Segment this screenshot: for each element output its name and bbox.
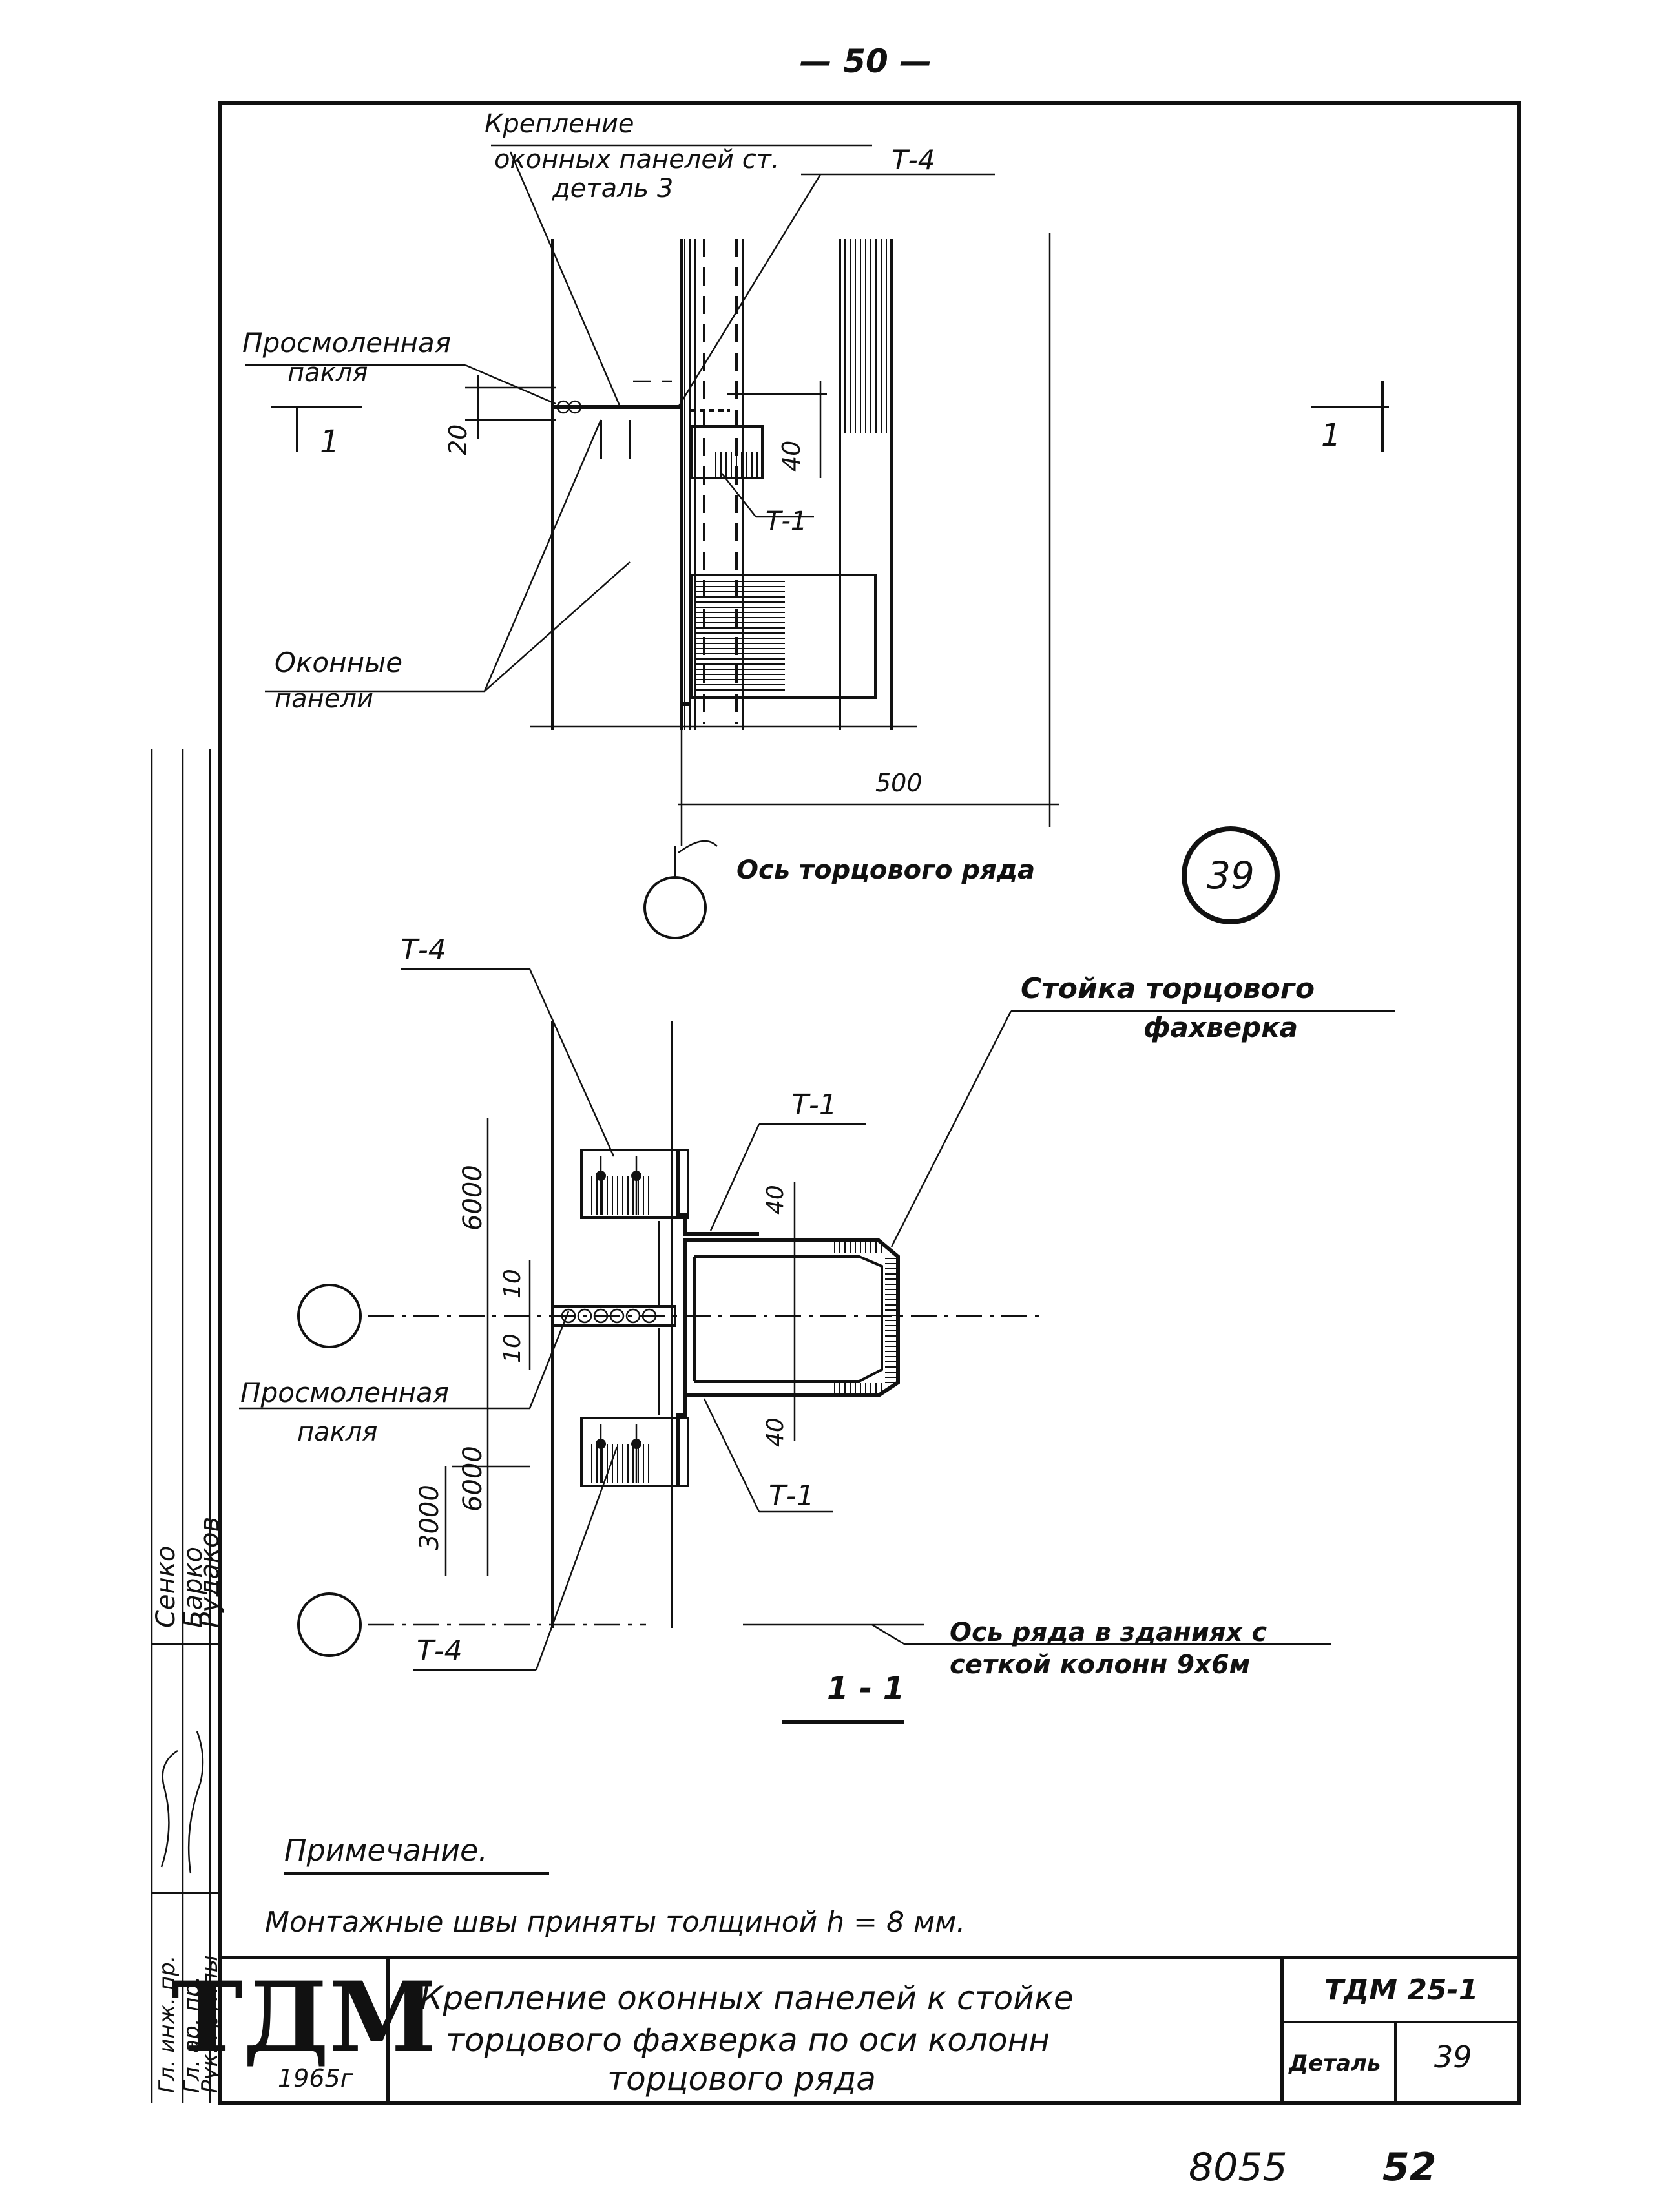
t1-mid-bottom: Т-1 — [769, 1479, 815, 1512]
role-2: Гл. ар. пр. — [179, 1976, 205, 2093]
row-axis-1: Ось ряда в зданиях с — [950, 1618, 1267, 1647]
section-mark-left: 1 — [320, 424, 340, 460]
leaders-section — [239, 968, 1395, 1671]
section-mark-right: 1 — [1321, 417, 1341, 454]
role-1: Гл. инж. пр. — [154, 1956, 180, 2093]
role-3: Рук. группы — [197, 1955, 223, 2093]
detail-label: Деталь — [1288, 2050, 1381, 2076]
dim-40-top: 40 — [777, 441, 806, 472]
section-view — [297, 1021, 1047, 1657]
detail-value: 39 — [1434, 2040, 1472, 2074]
t4-top-label: Т-4 — [892, 144, 935, 176]
plan-view-top — [271, 233, 1389, 939]
fastening-label-2: оконных панелей ст. — [494, 145, 780, 174]
section-title: 1 - 1 — [827, 1671, 904, 1707]
org-logo: ТДМ — [171, 1961, 436, 2074]
dim-10-bottom: 10 — [499, 1333, 526, 1363]
tow-top-label-2: пакля — [287, 358, 368, 388]
footer-number-left: 8055 — [1189, 2145, 1288, 2190]
fastening-label-1: Крепление — [485, 109, 634, 139]
t4-mid-label: Т-4 — [401, 934, 446, 966]
page-number: — 50 — — [800, 43, 932, 80]
name-3: Рудаков — [195, 1517, 225, 1628]
drawing-frame — [218, 101, 1521, 2105]
dim-10-top: 10 — [499, 1269, 526, 1299]
detail-number-circle — [1182, 826, 1280, 924]
left-signature-strip: Гл. инж. пр. Гл. ар. пр. Рук. группы Сен… — [151, 749, 225, 2103]
signature-scribble-1 — [160, 1749, 178, 1868]
dim-20: 20 — [444, 424, 472, 455]
dim-40-mid-bottom: 40 — [762, 1417, 789, 1447]
title-block — [220, 1956, 1519, 2103]
title-code: ТДМ 25-1 — [1324, 1974, 1478, 2007]
title-year: 1965г — [278, 2064, 354, 2092]
end-row-axis: Ось торцового ряда — [736, 855, 1035, 885]
dim-40-mid-top: 40 — [762, 1185, 789, 1215]
signature-scribble-2 — [187, 1731, 204, 1874]
title-line-2: торцового фахверка по оси колонн — [446, 2021, 1050, 2059]
note-title: Примечание. — [284, 1833, 488, 1868]
t1-top-label: Т-1 — [766, 506, 807, 536]
detail-number: 39 — [1207, 853, 1255, 897]
dim-3000: 3000 — [415, 1485, 444, 1550]
post-label-2: фахверка — [1143, 1012, 1298, 1043]
title-line-3: торцового ряда — [607, 2060, 876, 2098]
row-axis-2: сеткой колонн 9х6м — [950, 1650, 1250, 1680]
t1-mid-top: Т-1 — [791, 1089, 837, 1122]
name-2: Барко — [178, 1547, 208, 1628]
dim-6000-bottom: 6000 — [458, 1446, 488, 1512]
t4-bottom-label: Т-4 — [417, 1634, 463, 1667]
note-text: Монтажные швы приняты толщиной h = 8 мм. — [265, 1906, 965, 1939]
post-label-1: Стойка торцового — [1021, 972, 1315, 1005]
tow-bottom-label-2: пакля — [297, 1417, 377, 1447]
leaders-top — [245, 144, 995, 693]
tow-top-label-1: Просмоленная — [242, 327, 451, 359]
name-1: Сенко — [151, 1546, 181, 1628]
dim-500: 500 — [875, 769, 923, 797]
tow-bottom-label-1: Просмоленная — [240, 1377, 449, 1408]
footer-number-right: 52 — [1382, 2145, 1437, 2190]
fastening-label-3: деталь 3 — [552, 174, 673, 203]
window-panels-1: Оконные — [275, 647, 402, 678]
dim-6000-top: 6000 — [458, 1165, 488, 1231]
window-panels-2: панели — [275, 684, 373, 714]
title-line-1: Крепление оконных панелей к стойке — [420, 1979, 1074, 2017]
